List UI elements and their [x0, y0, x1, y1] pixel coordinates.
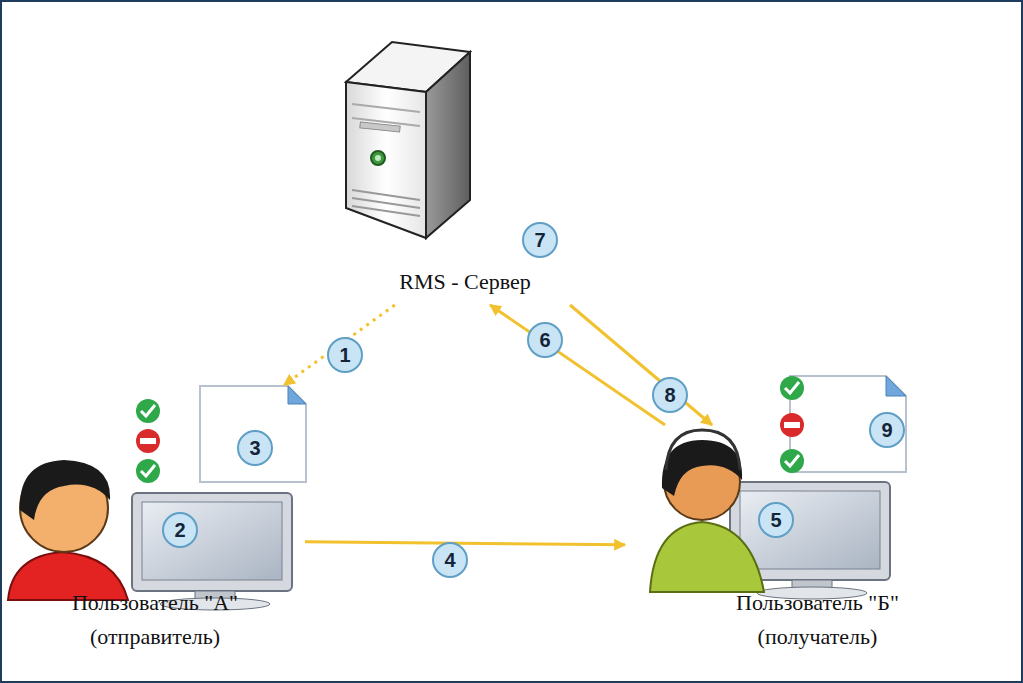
callout-number: 6	[527, 322, 563, 358]
node-caption: RMS - Сервер	[335, 265, 595, 299]
recipient-node: Пользователь "Б" (получатель)	[625, 425, 1010, 660]
document-b-part	[886, 376, 906, 396]
flow-arrow	[570, 305, 712, 425]
rights-icons-a-part	[141, 465, 155, 476]
rights-icons-a-part	[136, 459, 160, 483]
computer-a-part	[132, 493, 292, 591]
rights-icons-b	[780, 376, 804, 473]
document-b	[790, 376, 906, 472]
rights-icons-b-part	[785, 455, 799, 466]
person-a	[8, 460, 128, 600]
callout-number: 3	[237, 430, 273, 466]
person-a-part	[20, 460, 110, 520]
rights-icons-a-part	[136, 429, 160, 453]
node-caption: Пользователь "А" (отправитель)	[48, 586, 263, 654]
document-a-part	[200, 386, 306, 482]
rights-icons-a-part	[140, 438, 156, 444]
document-a-part	[288, 386, 306, 404]
server-icon-part	[346, 82, 426, 238]
document-b-part	[790, 376, 906, 472]
server-icon	[346, 42, 470, 238]
person-b-part	[662, 440, 742, 496]
server-icon-part	[371, 151, 385, 165]
callout-number: 5	[758, 502, 794, 538]
sender-node: Пользователь "А" (отправитель)	[5, 385, 305, 660]
computer-a-part	[142, 502, 282, 580]
callout-number: 7	[522, 222, 558, 258]
callout-number: 2	[162, 512, 198, 548]
callout-number: 4	[432, 542, 468, 578]
rights-icons-a-part	[141, 405, 155, 416]
rights-icons-b-part	[785, 382, 799, 393]
server-icon-part	[352, 104, 420, 112]
server-icon-part	[426, 52, 470, 238]
server-node: RMS - Сервер	[330, 30, 600, 305]
server-icon-part	[360, 122, 400, 132]
flow-arrow	[305, 542, 625, 545]
rights-icons-a-part	[136, 399, 160, 423]
rights-icons-b-part	[780, 376, 804, 400]
node-caption: Пользователь "Б" (получатель)	[710, 586, 925, 654]
person-b-part	[666, 430, 740, 470]
flow-arrow	[284, 305, 395, 385]
rights-icons-b-part	[784, 422, 800, 428]
rights-icons-a	[136, 399, 160, 483]
rights-icons-b-part	[780, 449, 804, 473]
person-b	[650, 430, 764, 592]
person-b-part	[650, 522, 764, 592]
callout-number: 9	[869, 412, 905, 448]
computer-b-part	[740, 491, 880, 569]
document-a	[200, 386, 306, 482]
callout-number: 8	[652, 377, 688, 413]
server-icon-part	[375, 155, 381, 161]
server-icon-part	[352, 206, 420, 216]
rights-icons-b-part	[780, 413, 804, 437]
callout-number: 1	[327, 337, 363, 373]
